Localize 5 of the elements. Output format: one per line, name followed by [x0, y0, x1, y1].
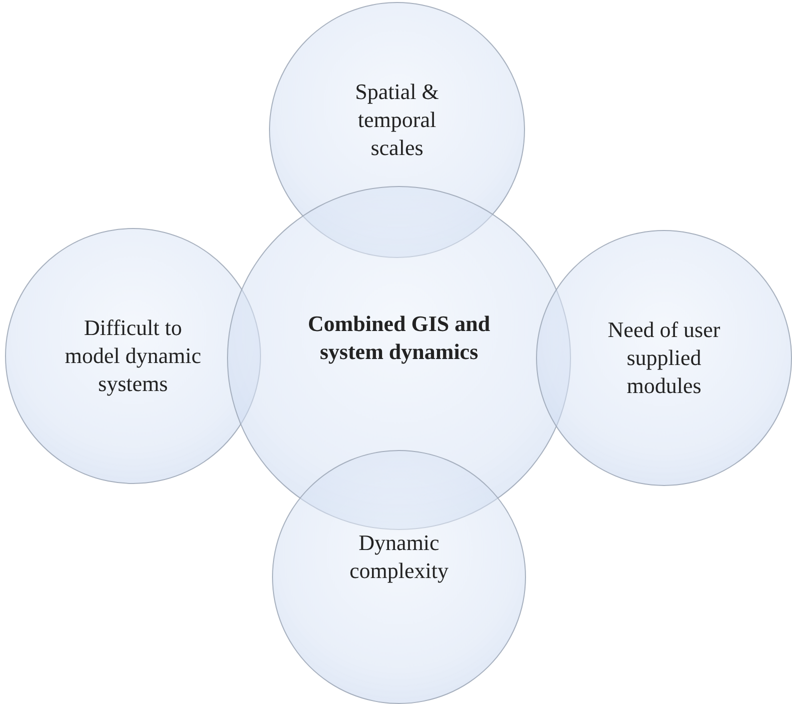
- circle-label: Difficult to model dynamic systems: [64, 314, 202, 398]
- center-label: Combined GIS and system dynamics: [306, 310, 492, 366]
- circle-label: Need of user supplied modules: [606, 316, 722, 400]
- circle-label: Spatial & temporal scales: [354, 78, 440, 162]
- circle-label: Dynamic complexity: [348, 529, 450, 585]
